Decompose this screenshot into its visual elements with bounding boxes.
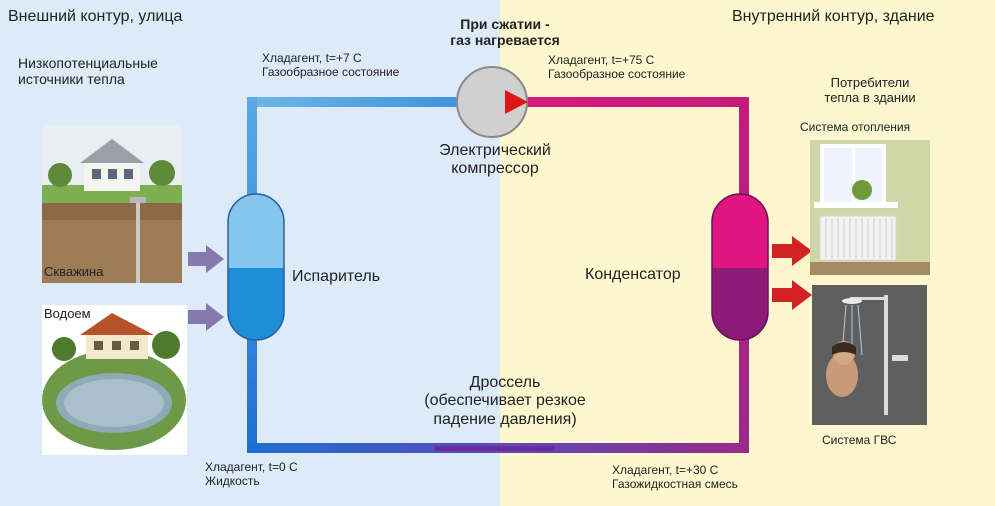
state-top-right: Хладагент, t=+75 С Газообразное состояни… <box>548 53 686 82</box>
evaporator-label: Испаритель <box>292 268 381 285</box>
evaporator-outline <box>227 193 285 341</box>
throttle-label: Дроссель (обеспечивает резкое падение да… <box>400 374 610 429</box>
compressor-label-line2: компрессор <box>451 160 539 178</box>
condenser-bottom <box>712 268 768 340</box>
condenser-top <box>712 194 768 268</box>
heating-system-label: Система отопления <box>800 120 911 134</box>
condenser-label: Конденсатор <box>585 266 681 283</box>
sources-title: Низкопотенциальные источники тепла <box>18 55 158 87</box>
inner-zone-label: Внутренний контур, здание <box>732 8 935 25</box>
state-top-right-line1: Хладагент, t=+75 С <box>548 53 655 67</box>
state-top-left-line2: Газообразное состояние <box>262 64 400 79</box>
throttle-restriction <box>435 446 555 451</box>
compressor-label-line1: Электрический <box>439 142 551 159</box>
pond-label: Водоем <box>44 306 91 321</box>
shower-photo <box>812 285 927 425</box>
well-photo <box>42 125 182 283</box>
radiator-illustration <box>810 140 930 275</box>
state-top-left-line1: Хладагент, t=+7 С <box>262 51 362 65</box>
state-bottom-left: Хладагент, t=0 С Жидкость <box>205 460 298 489</box>
outer-zone-label: Внешний контур, улица <box>8 8 183 25</box>
pond-photo <box>42 305 187 455</box>
sources-title-line2: источники тепла <box>18 71 125 88</box>
consumers-title: Потребители тепла в здании <box>800 75 940 106</box>
shower-illustration <box>812 285 927 425</box>
state-top-right-line2: Газообразное состояние <box>548 66 686 81</box>
evaporator-top <box>228 194 284 268</box>
pond-house-illustration <box>42 305 187 455</box>
state-bottom-right-line1: Хладагент, t=+30 С <box>612 463 719 477</box>
compression-note: При сжатии - газ нагревается <box>420 16 590 48</box>
house-well-illustration <box>42 125 182 283</box>
condenser-outline <box>711 193 769 341</box>
compressor-label: Электрический компрессор <box>420 142 570 179</box>
hot-water-output-arrow <box>772 280 812 310</box>
state-top-left: Хладагент, t=+7 С Газообразное состояние <box>262 51 400 80</box>
well-label: Скважина <box>44 264 104 279</box>
state-bottom-left-line2: Жидкость <box>205 473 260 488</box>
heating-output-arrow <box>772 236 812 266</box>
radiator-photo <box>810 140 930 275</box>
consumers-title-line1: Потребители <box>830 75 910 90</box>
throttle-label-line3: падение давления) <box>433 410 577 428</box>
hot-water-system-label: Система ГВС <box>822 433 897 447</box>
state-bottom-right: Хладагент, t=+30 С Газожидкостная смесь <box>612 463 738 492</box>
evaporator-bottom <box>228 268 284 340</box>
compression-note-line1: При сжатии - <box>460 16 550 32</box>
pond-input-arrow <box>188 303 224 331</box>
throttle-label-line2: (обеспечивает резкое <box>424 392 586 410</box>
state-bottom-right-line2: Газожидкостная смесь <box>612 476 738 491</box>
well-input-arrow <box>188 245 224 273</box>
state-bottom-left-line1: Хладагент, t=0 С <box>205 460 298 474</box>
compressor-arrow <box>505 90 528 114</box>
sources-title-line1: Низкопотенциальные <box>18 55 158 71</box>
throttle-label-line1: Дроссель <box>469 374 541 391</box>
compression-note-line2: газ нагревается <box>450 32 560 49</box>
consumers-title-line2: тепла в здании <box>824 89 916 105</box>
